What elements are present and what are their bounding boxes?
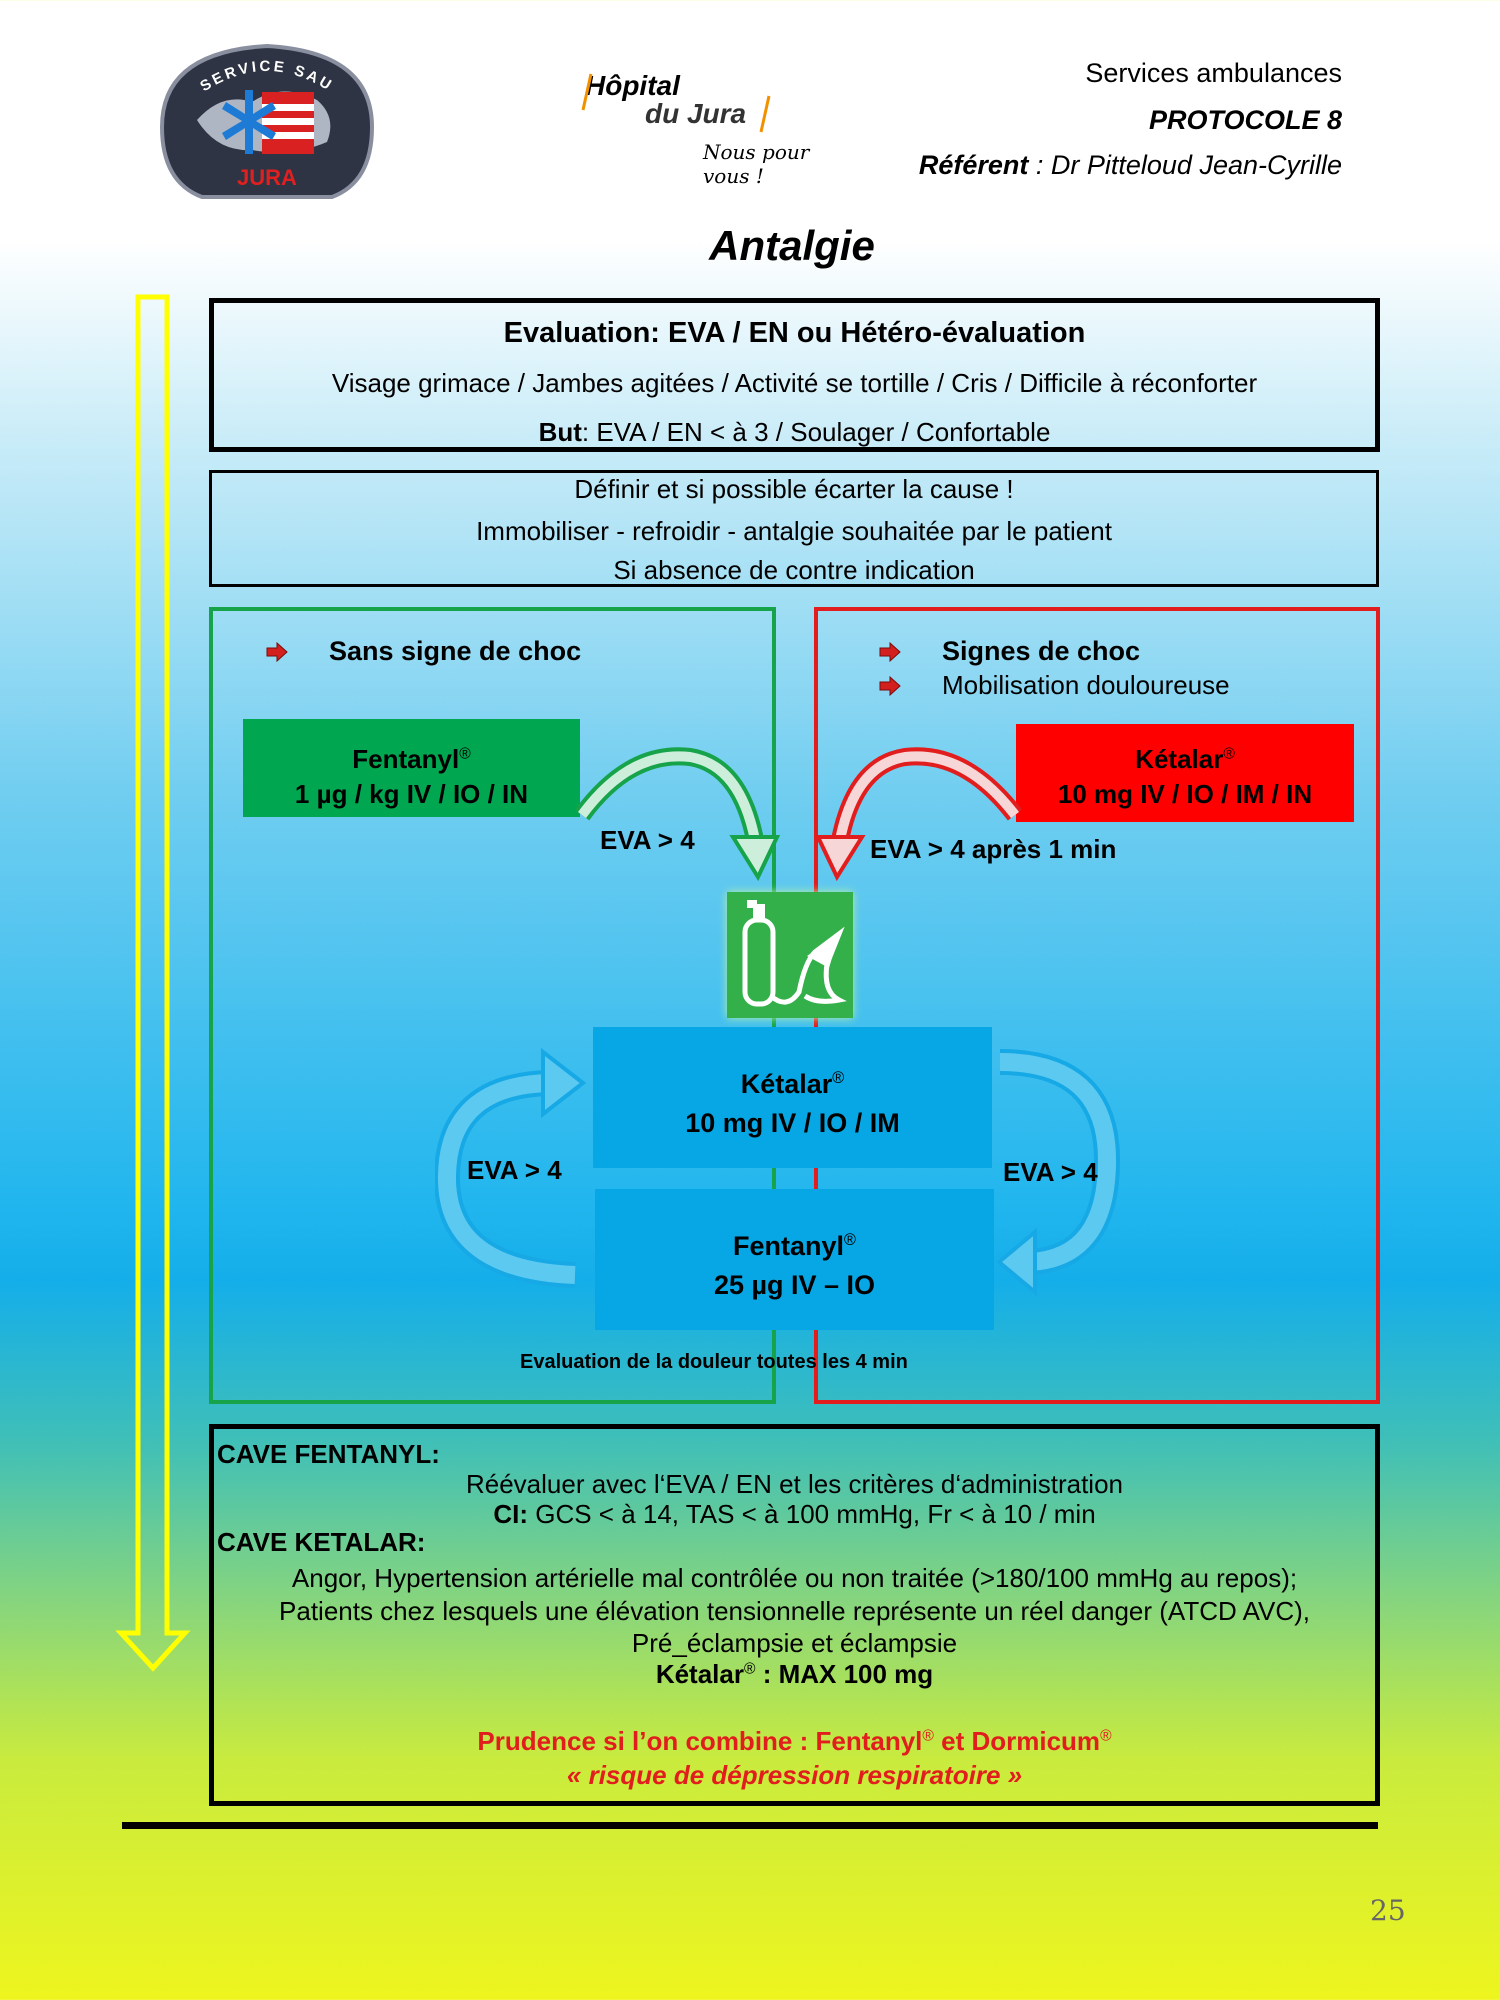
yellow-flow-arrow-icon bbox=[115, 294, 191, 1672]
eva-cycle-left-label: EVA > 4 bbox=[467, 1155, 562, 1185]
fentanyl-initial-box: Fentanyl® 1 µg / kg IV / IO / IN bbox=[243, 719, 580, 817]
evaluation-criteria: Visage grimace / Jambes agitées / Activi… bbox=[331, 368, 1258, 398]
fentanyl-titration-name: Fentanyl bbox=[733, 1231, 845, 1261]
eva-left-label: EVA > 4 bbox=[600, 825, 695, 855]
reg-mark: ® bbox=[1100, 1727, 1112, 1745]
sans-choc-label: Sans signe de choc bbox=[329, 636, 582, 666]
cave-ketalar-line1: Angor, Hypertension artérielle mal contr… bbox=[291, 1563, 1298, 1593]
cave-ketalar-line2: Patients chez lesquels une élévation ten… bbox=[279, 1596, 1310, 1626]
hospital-line2: du Jura bbox=[645, 98, 747, 129]
cave-ketalar-heading: CAVE KETALAR: bbox=[217, 1527, 426, 1557]
ketalar-titration-box: Kétalar® 10 mg IV / IO / IM bbox=[593, 1027, 992, 1168]
mobilisation-label: Mobilisation douloureuse bbox=[942, 670, 1230, 700]
ketalar-initial-name: Kétalar bbox=[1135, 744, 1224, 774]
reg-mark: ® bbox=[832, 1069, 845, 1087]
hopital-du-jura-logo: Hôpital du Jura Nous pour vous ! bbox=[581, 70, 845, 188]
referent-line: Référent : Dr Pitteloud Jean-Cyrille bbox=[919, 149, 1342, 181]
definir-line2: Immobiliser - refroidir - antalgie souha… bbox=[476, 516, 1112, 546]
ketalar-initial-dose: 10 mg IV / IO / IM / IN bbox=[1057, 779, 1313, 810]
service-sauvetage-logo: SERVICE SAUVETAGE JURA bbox=[135, 19, 392, 212]
ci-label: CI: bbox=[493, 1499, 528, 1529]
cave-fentanyl-line1: Réévaluer avec l‘EVA / EN et les critère… bbox=[465, 1469, 1124, 1499]
protocol-label: PROTOCOLE 8 bbox=[1148, 105, 1342, 135]
logo-jura-text: JURA bbox=[237, 165, 297, 190]
evaluation-heading: Evaluation: EVA / EN ou Hétéro-évaluatio… bbox=[503, 317, 1086, 349]
red-curved-arrow-icon bbox=[815, 747, 1023, 882]
ketalar-titration-dose: 10 mg IV / IO / IM bbox=[685, 1108, 900, 1139]
definir-line3: Si absence de contre indication bbox=[613, 555, 975, 585]
warning-line2: « risque de dépression respiratoire » bbox=[566, 1760, 1023, 1790]
fentanyl-titration-dose: 25 µg IV – IO bbox=[713, 1270, 876, 1301]
definir-line1: Définir et si possible écarter la cause … bbox=[574, 474, 1014, 504]
ketalar-initial-box: Kétalar® 10 mg IV / IO / IM / IN bbox=[1016, 724, 1354, 822]
blue-cycle-arrow-right-icon bbox=[995, 1049, 1121, 1297]
fentanyl-initial-dose: 1 µg / kg IV / IO / IN bbox=[294, 779, 529, 810]
ketalar-titration-name: Kétalar bbox=[740, 1069, 833, 1099]
reg-mark: ® bbox=[1223, 745, 1235, 763]
fentanyl-titration-box: Fentanyl® 25 µg IV – IO bbox=[595, 1189, 994, 1330]
fentanyl-initial-name: Fentanyl bbox=[352, 744, 460, 774]
reg-mark: ® bbox=[922, 1727, 934, 1745]
evaluation-frequency-note: Evaluation de la douleur toutes les 4 mi… bbox=[520, 1351, 908, 1373]
hospital-line1: Hôpital bbox=[585, 70, 680, 101]
cave-box: CAVE FENTANYL: Réévaluer avec l‘EVA / EN… bbox=[209, 1424, 1380, 1806]
cave-fentanyl-heading: CAVE FENTANYL: bbox=[217, 1439, 440, 1469]
red-arrow-bullet-icon bbox=[266, 642, 288, 662]
red-arrow-bullet-icon bbox=[879, 642, 901, 662]
bottom-divider bbox=[122, 1822, 1378, 1829]
reg-mark: ® bbox=[459, 745, 471, 763]
referent-label: Référent bbox=[918, 150, 1029, 180]
green-curved-arrow-icon bbox=[574, 747, 780, 882]
evaluation-goal: But: EVA / EN < à 3 / Soulager / Confort… bbox=[214, 417, 1375, 448]
max-text: : MAX 100 mg bbox=[755, 1659, 934, 1689]
warning-mid: et Dormicum bbox=[933, 1726, 1101, 1756]
hospital-tagline: Nous pour vous ! bbox=[703, 140, 810, 188]
referent-name: : Dr Pitteloud Jean-Cyrille bbox=[1028, 150, 1342, 180]
goal-text: : EVA / EN < à 3 / Soulager / Confortabl… bbox=[581, 417, 1051, 447]
warning-prefix: Prudence si l’on combine : Fentanyl bbox=[477, 1726, 923, 1756]
page-number: 25 bbox=[1370, 1894, 1406, 1927]
evaluation-box: Evaluation: EVA / EN ou Hétéro-évaluatio… bbox=[209, 298, 1380, 452]
definir-box: Définir et si possible écarter la cause … bbox=[209, 470, 1379, 587]
eva-right-label: EVA > 4 après 1 min bbox=[870, 834, 1117, 864]
warning-line1: Prudence si l’on combine : Fentanyl® et … bbox=[214, 1726, 1375, 1757]
reg-mark: ® bbox=[743, 1660, 756, 1678]
cave-ketalar-line3: Pré_éclampsie et éclampsie bbox=[631, 1628, 958, 1658]
max-name: Kétalar bbox=[655, 1659, 744, 1689]
red-arrow-bullet-icon bbox=[879, 676, 901, 696]
blue-cycle-arrow-left-icon bbox=[435, 1047, 587, 1288]
goal-label: But bbox=[538, 417, 582, 447]
cave-ci-line: CI: GCS < à 14, TAS < à 100 mmHg, Fr < à… bbox=[214, 1499, 1375, 1530]
meopa-gas-icon bbox=[727, 892, 853, 1018]
ketalar-max-line: Kétalar® : MAX 100 mg bbox=[214, 1659, 1375, 1690]
page-title: Antalgie bbox=[709, 222, 875, 269]
eva-cycle-right-label: EVA > 4 bbox=[1003, 1157, 1098, 1187]
orange-slash-icon bbox=[581, 73, 593, 111]
ci-text: GCS < à 14, TAS < à 100 mmHg, Fr < à 10 … bbox=[528, 1499, 1096, 1529]
orange-slash-icon-2 bbox=[759, 95, 771, 133]
reg-mark: ® bbox=[844, 1231, 856, 1249]
signes-choc-label: Signes de choc bbox=[942, 636, 1141, 666]
service-label: Services ambulances bbox=[1085, 58, 1342, 88]
